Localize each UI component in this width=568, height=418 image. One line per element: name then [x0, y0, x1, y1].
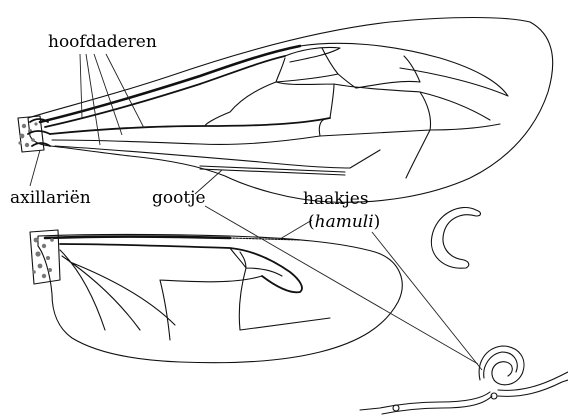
hindwing-costa	[45, 237, 230, 239]
label-axillaries: axillariën	[10, 190, 91, 207]
label-hooks-latin-close: )	[374, 212, 381, 232]
forewing-axillaries	[18, 116, 50, 152]
leader-lines	[30, 54, 482, 370]
forewing-stigma	[285, 47, 340, 62]
hindwing-cells	[60, 248, 330, 340]
hamulus-hook-detail	[431, 208, 480, 269]
forewing-anal-vein	[55, 146, 350, 168]
label-hooks-latin: (hamuli)	[308, 214, 380, 231]
forewing-cubitus	[52, 136, 320, 145]
label-groove: gootje	[152, 190, 206, 207]
label-main-veins: hoofdaderen	[48, 34, 157, 51]
label-hooks-latin-term: hamuli	[315, 212, 374, 232]
forewing-radial-cell	[300, 43, 508, 96]
label-hooks: haakjes	[303, 191, 369, 208]
hindwing	[30, 230, 402, 363]
hindwing-radius	[60, 244, 302, 292]
forewing-costa	[40, 46, 300, 122]
label-hooks-latin-open: (	[308, 212, 315, 232]
forewing-media	[50, 118, 330, 134]
